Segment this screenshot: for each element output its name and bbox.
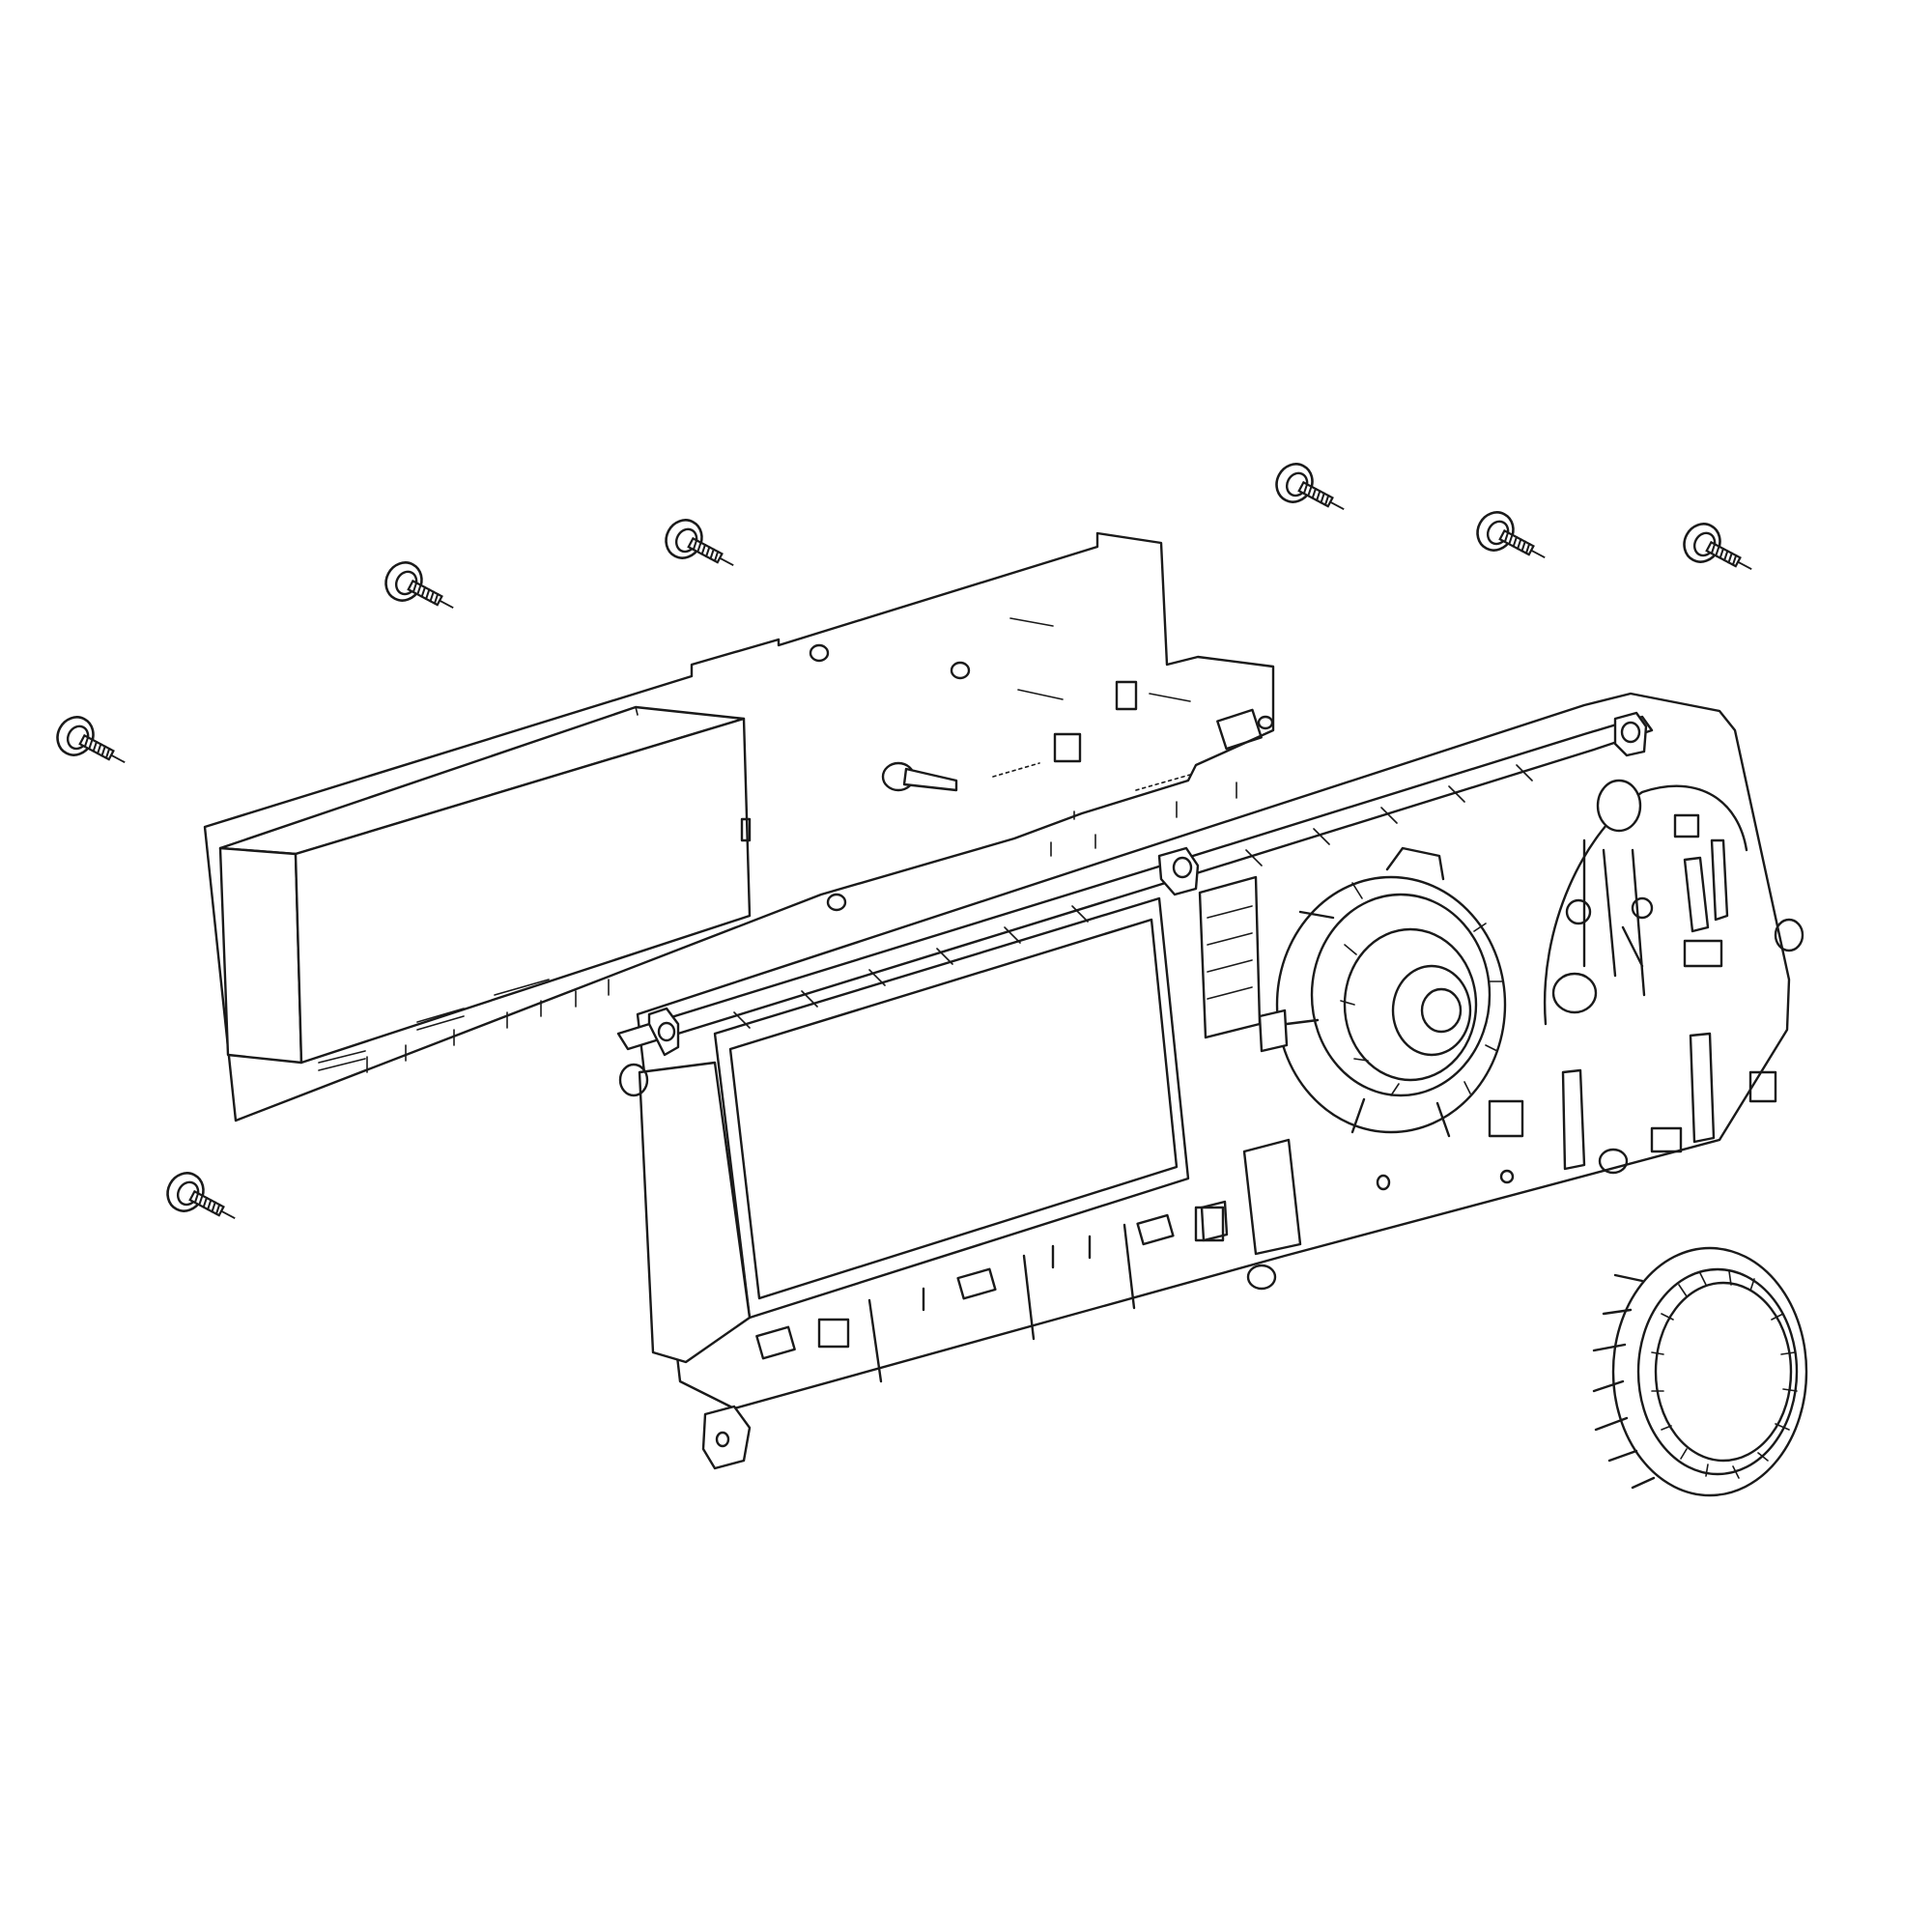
mounting-lug-hole	[1246, 1264, 1277, 1291]
board-hole	[950, 661, 971, 680]
screw-icon	[1476, 511, 1546, 559]
mounting-lug	[618, 1007, 680, 1097]
mounting-lug	[1157, 846, 1200, 896]
screw-icon	[1275, 463, 1345, 511]
mounting-lug-hole	[1774, 918, 1804, 952]
screws	[56, 463, 1752, 1220]
board-hole	[1257, 715, 1274, 730]
control-board	[203, 531, 1275, 1122]
control-panel-housing	[616, 692, 1804, 1470]
led-lens	[1596, 779, 1642, 833]
display-box-side	[638, 1061, 752, 1364]
mounting-lug	[1613, 711, 1648, 757]
board-edge-pins	[318, 979, 610, 1073]
display-module-side	[218, 846, 303, 1065]
board-hole	[826, 893, 847, 912]
display-window-frame	[713, 896, 1190, 1320]
mounting-lug-hole	[1598, 1148, 1629, 1175]
knob-seat	[1258, 846, 1507, 1138]
screw-icon	[384, 561, 454, 610]
board-connector	[1216, 708, 1263, 751]
encoder-shaft	[881, 761, 958, 792]
knob-ring	[1592, 1246, 1808, 1497]
housing-bottom-slots	[755, 1206, 1225, 1383]
screw-icon	[1683, 523, 1752, 571]
board-hole	[809, 643, 830, 663]
housing-connector-block	[1198, 875, 1302, 1256]
board-switch	[1115, 680, 1138, 711]
screw-icon	[56, 716, 126, 764]
mounting-lug	[701, 1405, 752, 1470]
display-window-inner	[728, 918, 1179, 1300]
display-module-front	[294, 717, 752, 1065]
board-chip	[1053, 732, 1082, 763]
screw-icon	[166, 1172, 236, 1220]
screw-icon	[665, 519, 734, 567]
housing-right-bay	[1488, 779, 1777, 1171]
